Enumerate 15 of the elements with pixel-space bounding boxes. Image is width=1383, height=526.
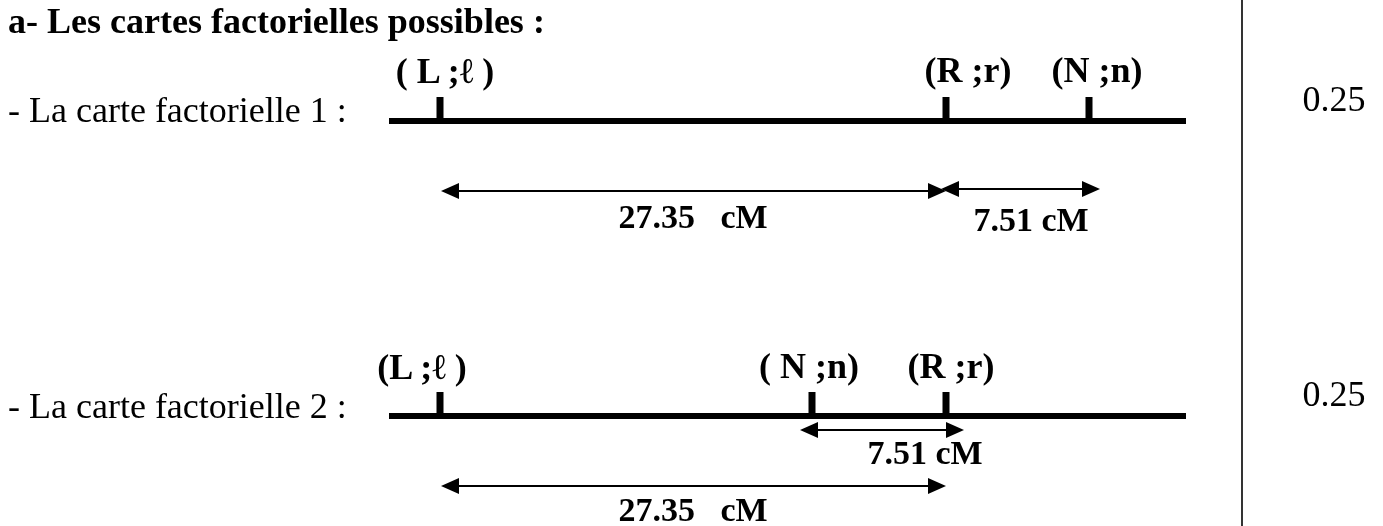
locus-label: (L ;ℓ )	[377, 349, 467, 385]
locus-label: (N ;n)	[1051, 52, 1143, 88]
distance-label: 27.35 cM	[618, 493, 768, 526]
locus-label: (R ;r)	[924, 52, 1012, 88]
heading: a- Les cartes factorielles possibles :	[8, 3, 545, 39]
distance-label: 27.35 cM	[618, 200, 768, 234]
locus-label: ( N ;n)	[759, 348, 859, 384]
score-value: 0.25	[1302, 81, 1366, 117]
distance-label: 7.51 cM	[973, 203, 1089, 237]
distance-label: 7.51 cM	[867, 436, 983, 470]
score-value: 0.25	[1302, 376, 1366, 412]
map-label: - La carte factorielle 2 :	[8, 388, 347, 424]
map-label: - La carte factorielle 1 :	[8, 92, 347, 128]
locus-label: (R ;r)	[907, 348, 995, 384]
locus-label: ( L ;ℓ )	[395, 53, 495, 89]
